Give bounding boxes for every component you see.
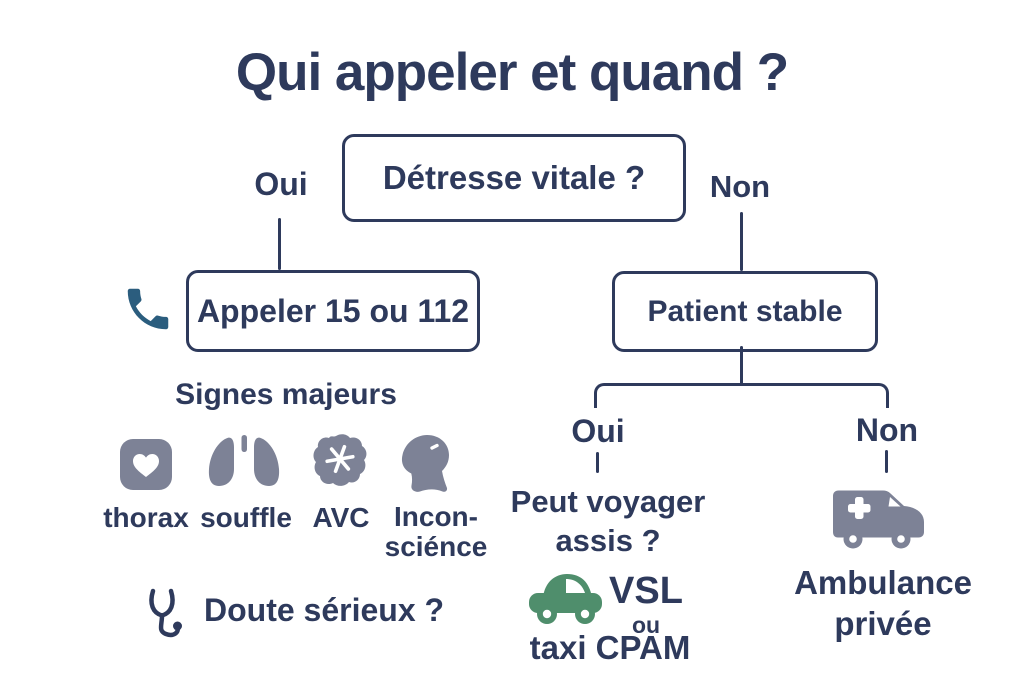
ambulance-label-line1: Ambulance: [794, 564, 972, 601]
vsl-label: VSL: [609, 570, 683, 612]
signs-heading: Signes majeurs: [175, 378, 397, 411]
tick-oui-bottom: [596, 452, 599, 473]
connector-non-vertical: [740, 212, 743, 271]
ambulance-label: Ambulance privée: [788, 562, 978, 644]
sign-label-inconscience: Incon- sciénce: [382, 502, 490, 562]
connector-branch-bracket: [594, 383, 889, 408]
connector-stable-bottom: [740, 346, 743, 384]
sign-label-inconscience-line2: sciénce: [384, 531, 488, 562]
label-oui-bottom: Oui: [571, 413, 625, 449]
head-icon: [396, 433, 456, 498]
sign-label-thorax: thorax: [103, 502, 189, 533]
ambulance-icon: [824, 481, 934, 558]
page-title: Qui appeler et quand ?: [235, 43, 789, 102]
ou-label: ou: [631, 612, 661, 638]
stethoscope-icon: [144, 586, 194, 647]
lungs-icon: [201, 433, 287, 496]
call-box-label: Appeler 15 ou 112: [196, 292, 470, 329]
connector-oui-vertical: [278, 218, 281, 270]
ambulance-label-line2: privée: [834, 605, 932, 642]
seated-question-line1: Peut voyager: [510, 484, 706, 519]
taxi-cpam-label: taxi CPAM: [529, 629, 691, 666]
decision-box-detresse-vitale: Détresse vitale ?: [342, 134, 686, 222]
sign-label-avc: AVC: [312, 502, 370, 533]
patient-stable-label: Patient stable: [647, 294, 843, 328]
sign-label-inconscience-line1: Incon-: [394, 501, 478, 532]
label-non-top: Non: [709, 169, 771, 204]
seated-question-line2: assis ?: [555, 523, 661, 558]
call-15-112-box: Appeler 15 ou 112: [186, 270, 480, 352]
seated-question: Peut voyager assis ?: [495, 482, 721, 560]
brain-stroke-icon: [310, 433, 370, 494]
sign-label-souffle: souffle: [200, 502, 292, 533]
doubt-label: Doute sérieux ?: [204, 592, 445, 628]
chest-heart-icon: [119, 437, 173, 496]
tick-non-bottom: [885, 450, 888, 473]
label-non-bottom: Non: [855, 412, 919, 448]
label-oui-top: Oui: [254, 166, 308, 202]
patient-stable-box: Patient stable: [612, 271, 878, 352]
phone-icon: [121, 282, 175, 336]
decision-box-label: Détresse vitale ?: [382, 159, 646, 196]
car-icon: [524, 566, 606, 635]
